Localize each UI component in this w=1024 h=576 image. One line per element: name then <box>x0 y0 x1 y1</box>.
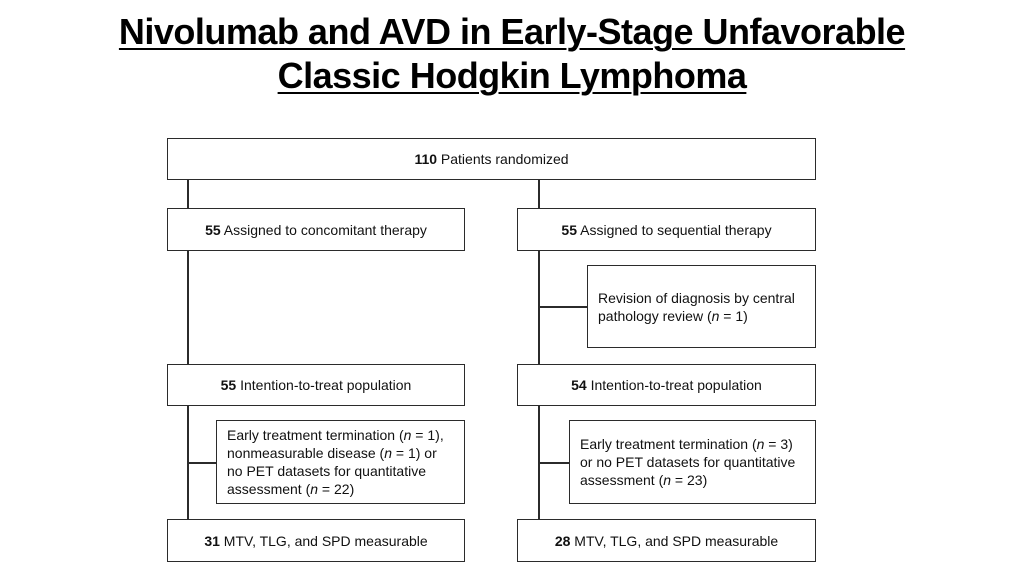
concomitant-assigned-count: 55 <box>205 221 221 238</box>
concomitant-measurable-count: 31 <box>204 532 220 549</box>
sequential-revision-box: Revision of diagnosis by central patholo… <box>587 265 816 348</box>
sequential-exclusion-n: n <box>663 472 672 488</box>
connector-top-left <box>187 179 189 208</box>
sequential-itt-label: Intention-to-treat population <box>586 377 762 393</box>
concomitant-exclusion-text: = 1) or <box>392 445 437 461</box>
sequential-exclusion-text: Early treatment termination ( <box>580 436 757 452</box>
connector-revision-branch <box>538 306 588 308</box>
sequential-assigned-box: 55 Assigned to sequential therapy <box>517 208 816 251</box>
concomitant-measurable-box: 31 MTV, TLG, and SPD measurable <box>167 519 465 562</box>
connector-left-exclusion-branch <box>187 462 217 464</box>
connector-top-right <box>538 179 540 208</box>
sequential-itt-box: 54 Intention-to-treat population <box>517 364 816 406</box>
sequential-measurable-box: 28 MTV, TLG, and SPD measurable <box>517 519 816 562</box>
concomitant-exclusion-text: Early treatment termination ( <box>227 427 404 443</box>
title-line-1: Nivolumab and AVD in Early-Stage Unfavor… <box>118 11 906 52</box>
slide-title: Nivolumab and AVD in Early-Stage Unfavor… <box>0 10 1024 98</box>
randomized-label: Patients randomized <box>437 151 569 167</box>
sequential-exclusion-text: = 23) <box>671 472 708 488</box>
connector-right-exclusion-branch <box>538 462 570 464</box>
randomized-count: 110 <box>414 151 438 167</box>
sequential-measurable-count: 28 <box>554 532 571 549</box>
concomitant-itt-box: 55 Intention-to-treat population <box>167 364 465 406</box>
sequential-measurable-label: MTV, TLG, and SPD measurable <box>570 532 779 549</box>
title-line-2: Classic Hodgkin Lymphoma <box>277 55 747 96</box>
sequential-revision-text: pathology review ( <box>598 307 712 324</box>
concomitant-exclusion-text: = 1), <box>411 427 444 443</box>
concomitant-exclusion-text: no PET datasets for quantitative <box>227 463 426 479</box>
concomitant-exclusion-box: Early treatment termination (n = 1), non… <box>216 420 465 504</box>
concomitant-assigned-label: Assigned to concomitant therapy <box>220 221 427 238</box>
concomitant-itt-count: 55 <box>220 377 237 393</box>
concomitant-exclusion-text: nonmeasurable disease ( <box>227 445 385 461</box>
sequential-assigned-count: 55 <box>561 221 577 238</box>
sequential-exclusion-text: = 3) <box>764 436 793 452</box>
concomitant-exclusion-text: = 22) <box>318 481 355 497</box>
concomitant-measurable-label: MTV, TLG, and SPD measurable <box>219 532 428 549</box>
sequential-revision-text: = 1) <box>719 307 748 324</box>
concomitant-itt-label: Intention-to-treat population <box>236 377 412 393</box>
sequential-exclusion-box: Early treatment termination (n = 3) or n… <box>569 420 816 504</box>
concomitant-exclusion-n: n <box>310 481 319 497</box>
sequential-exclusion-text: or no PET datasets for quantitative <box>580 454 796 470</box>
sequential-revision-n: n <box>711 307 720 324</box>
randomized-box: 110 Patients randomized <box>167 138 816 180</box>
sequential-itt-count: 54 <box>571 377 587 393</box>
sequential-revision-text: Revision of diagnosis by central <box>598 289 795 306</box>
concomitant-assigned-box: 55 Assigned to concomitant therapy <box>167 208 465 251</box>
sequential-assigned-label: Assigned to sequential therapy <box>577 221 772 238</box>
sequential-exclusion-n: n <box>756 436 765 452</box>
concomitant-exclusion-text: assessment ( <box>227 481 311 497</box>
sequential-exclusion-text: assessment ( <box>580 472 664 488</box>
connector-left-assigned-to-itt <box>187 250 189 364</box>
concomitant-exclusion-n: n <box>403 427 412 443</box>
concomitant-exclusion-n: n <box>384 445 393 461</box>
